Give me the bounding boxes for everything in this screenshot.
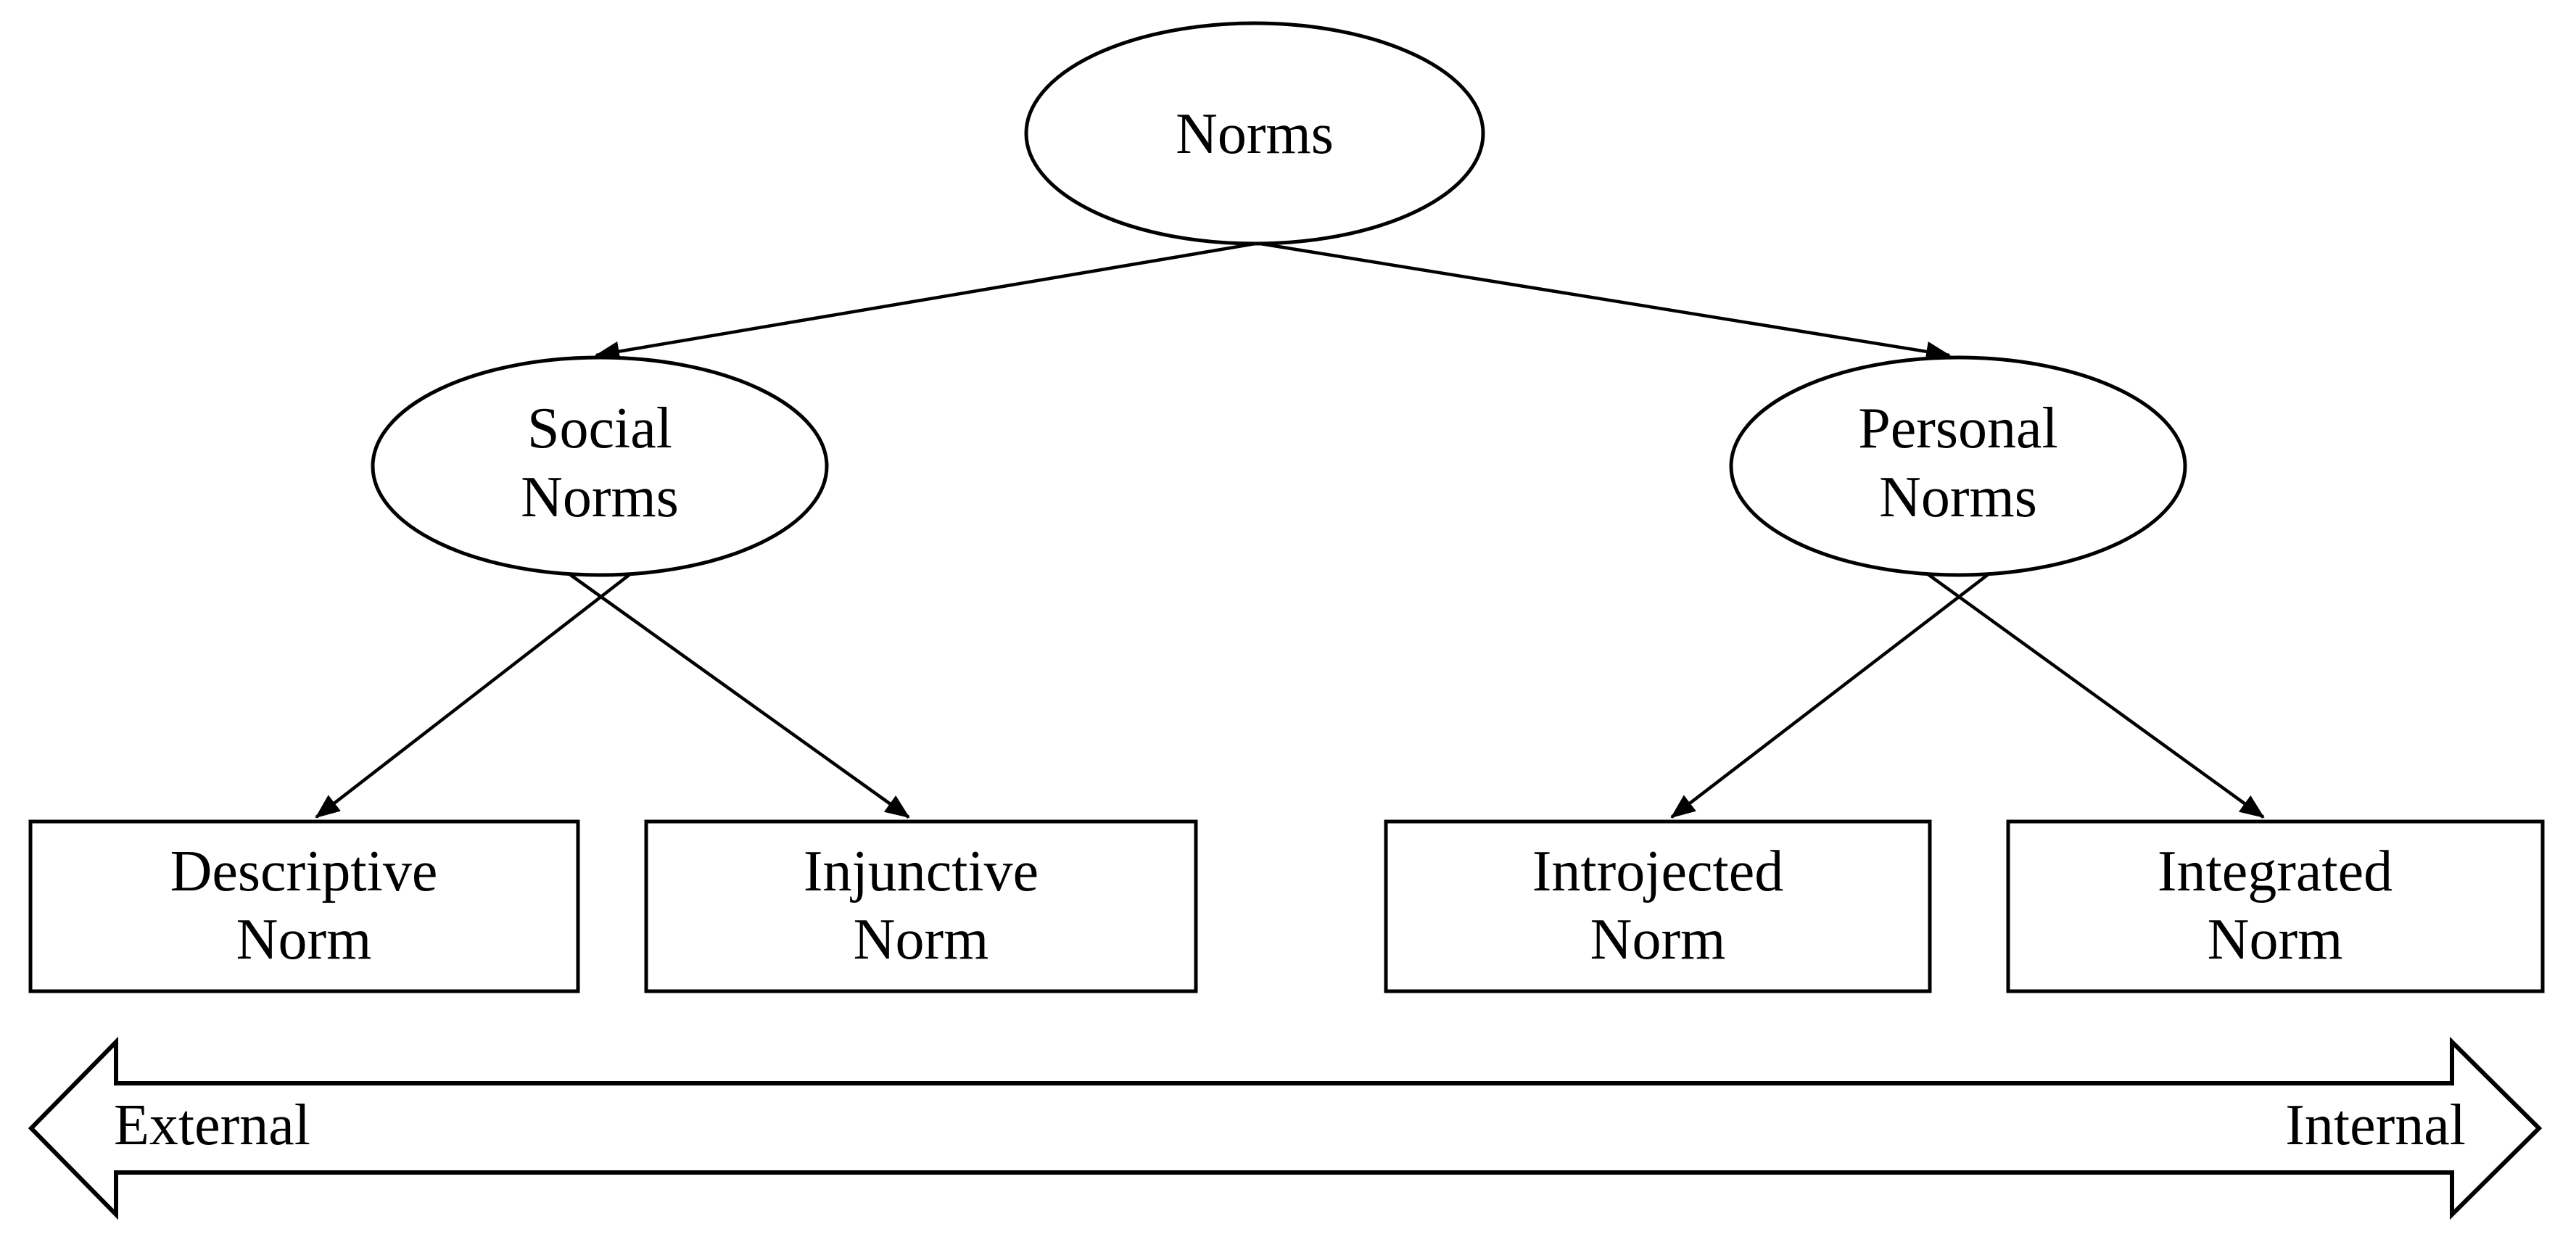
introjected-norm-box xyxy=(1384,819,1932,993)
edge-personal-to-introjected-norm xyxy=(1670,572,1991,819)
axis-label-internal: Internal xyxy=(2285,1093,2466,1157)
axis-label-external: External xyxy=(114,1093,310,1157)
personal-norms-label-line2: Norms xyxy=(1879,466,2037,529)
edge-social-to-descriptive-norm xyxy=(315,572,632,819)
injunctive-norm-box xyxy=(644,819,1198,993)
labels-group: Norms Social Norms Personal Norms Descri… xyxy=(114,102,2466,1157)
personal-norms-label-line1: Personal xyxy=(1858,397,2058,460)
personal-norms-ellipse xyxy=(1729,355,2187,577)
injunctive-norm-label-line2: Norm xyxy=(854,908,989,972)
social-norms-label-line1: Social xyxy=(527,397,672,460)
integrated-norm-label-line1: Integrated xyxy=(2158,840,2393,903)
norms-label: Norms xyxy=(1176,102,1334,166)
descriptive-norm-label-line1: Descriptive xyxy=(170,840,438,903)
node-shapes-group xyxy=(28,21,2545,993)
social-norms-ellipse xyxy=(371,355,829,577)
descriptive-norm-label-line2: Norm xyxy=(236,908,372,972)
injunctive-norm-label-line1: Injunctive xyxy=(804,840,1039,903)
integrated-norm-box xyxy=(2006,819,2545,993)
descriptive-norm-box xyxy=(28,819,580,993)
integrated-norm-label-line2: Norm xyxy=(2208,908,2343,972)
norms-ellipse xyxy=(1024,21,1485,246)
social-norms-label-line2: Norms xyxy=(521,466,679,529)
edge-social-to-injunctive-norm xyxy=(567,572,910,819)
introjected-norm-label-line2: Norm xyxy=(1590,908,1726,972)
introjected-norm-label-line1: Introjected xyxy=(1532,840,1783,903)
edge-personal-to-integrated-norm xyxy=(1925,572,2265,819)
externality-axis-double-arrow xyxy=(28,1036,2543,1220)
